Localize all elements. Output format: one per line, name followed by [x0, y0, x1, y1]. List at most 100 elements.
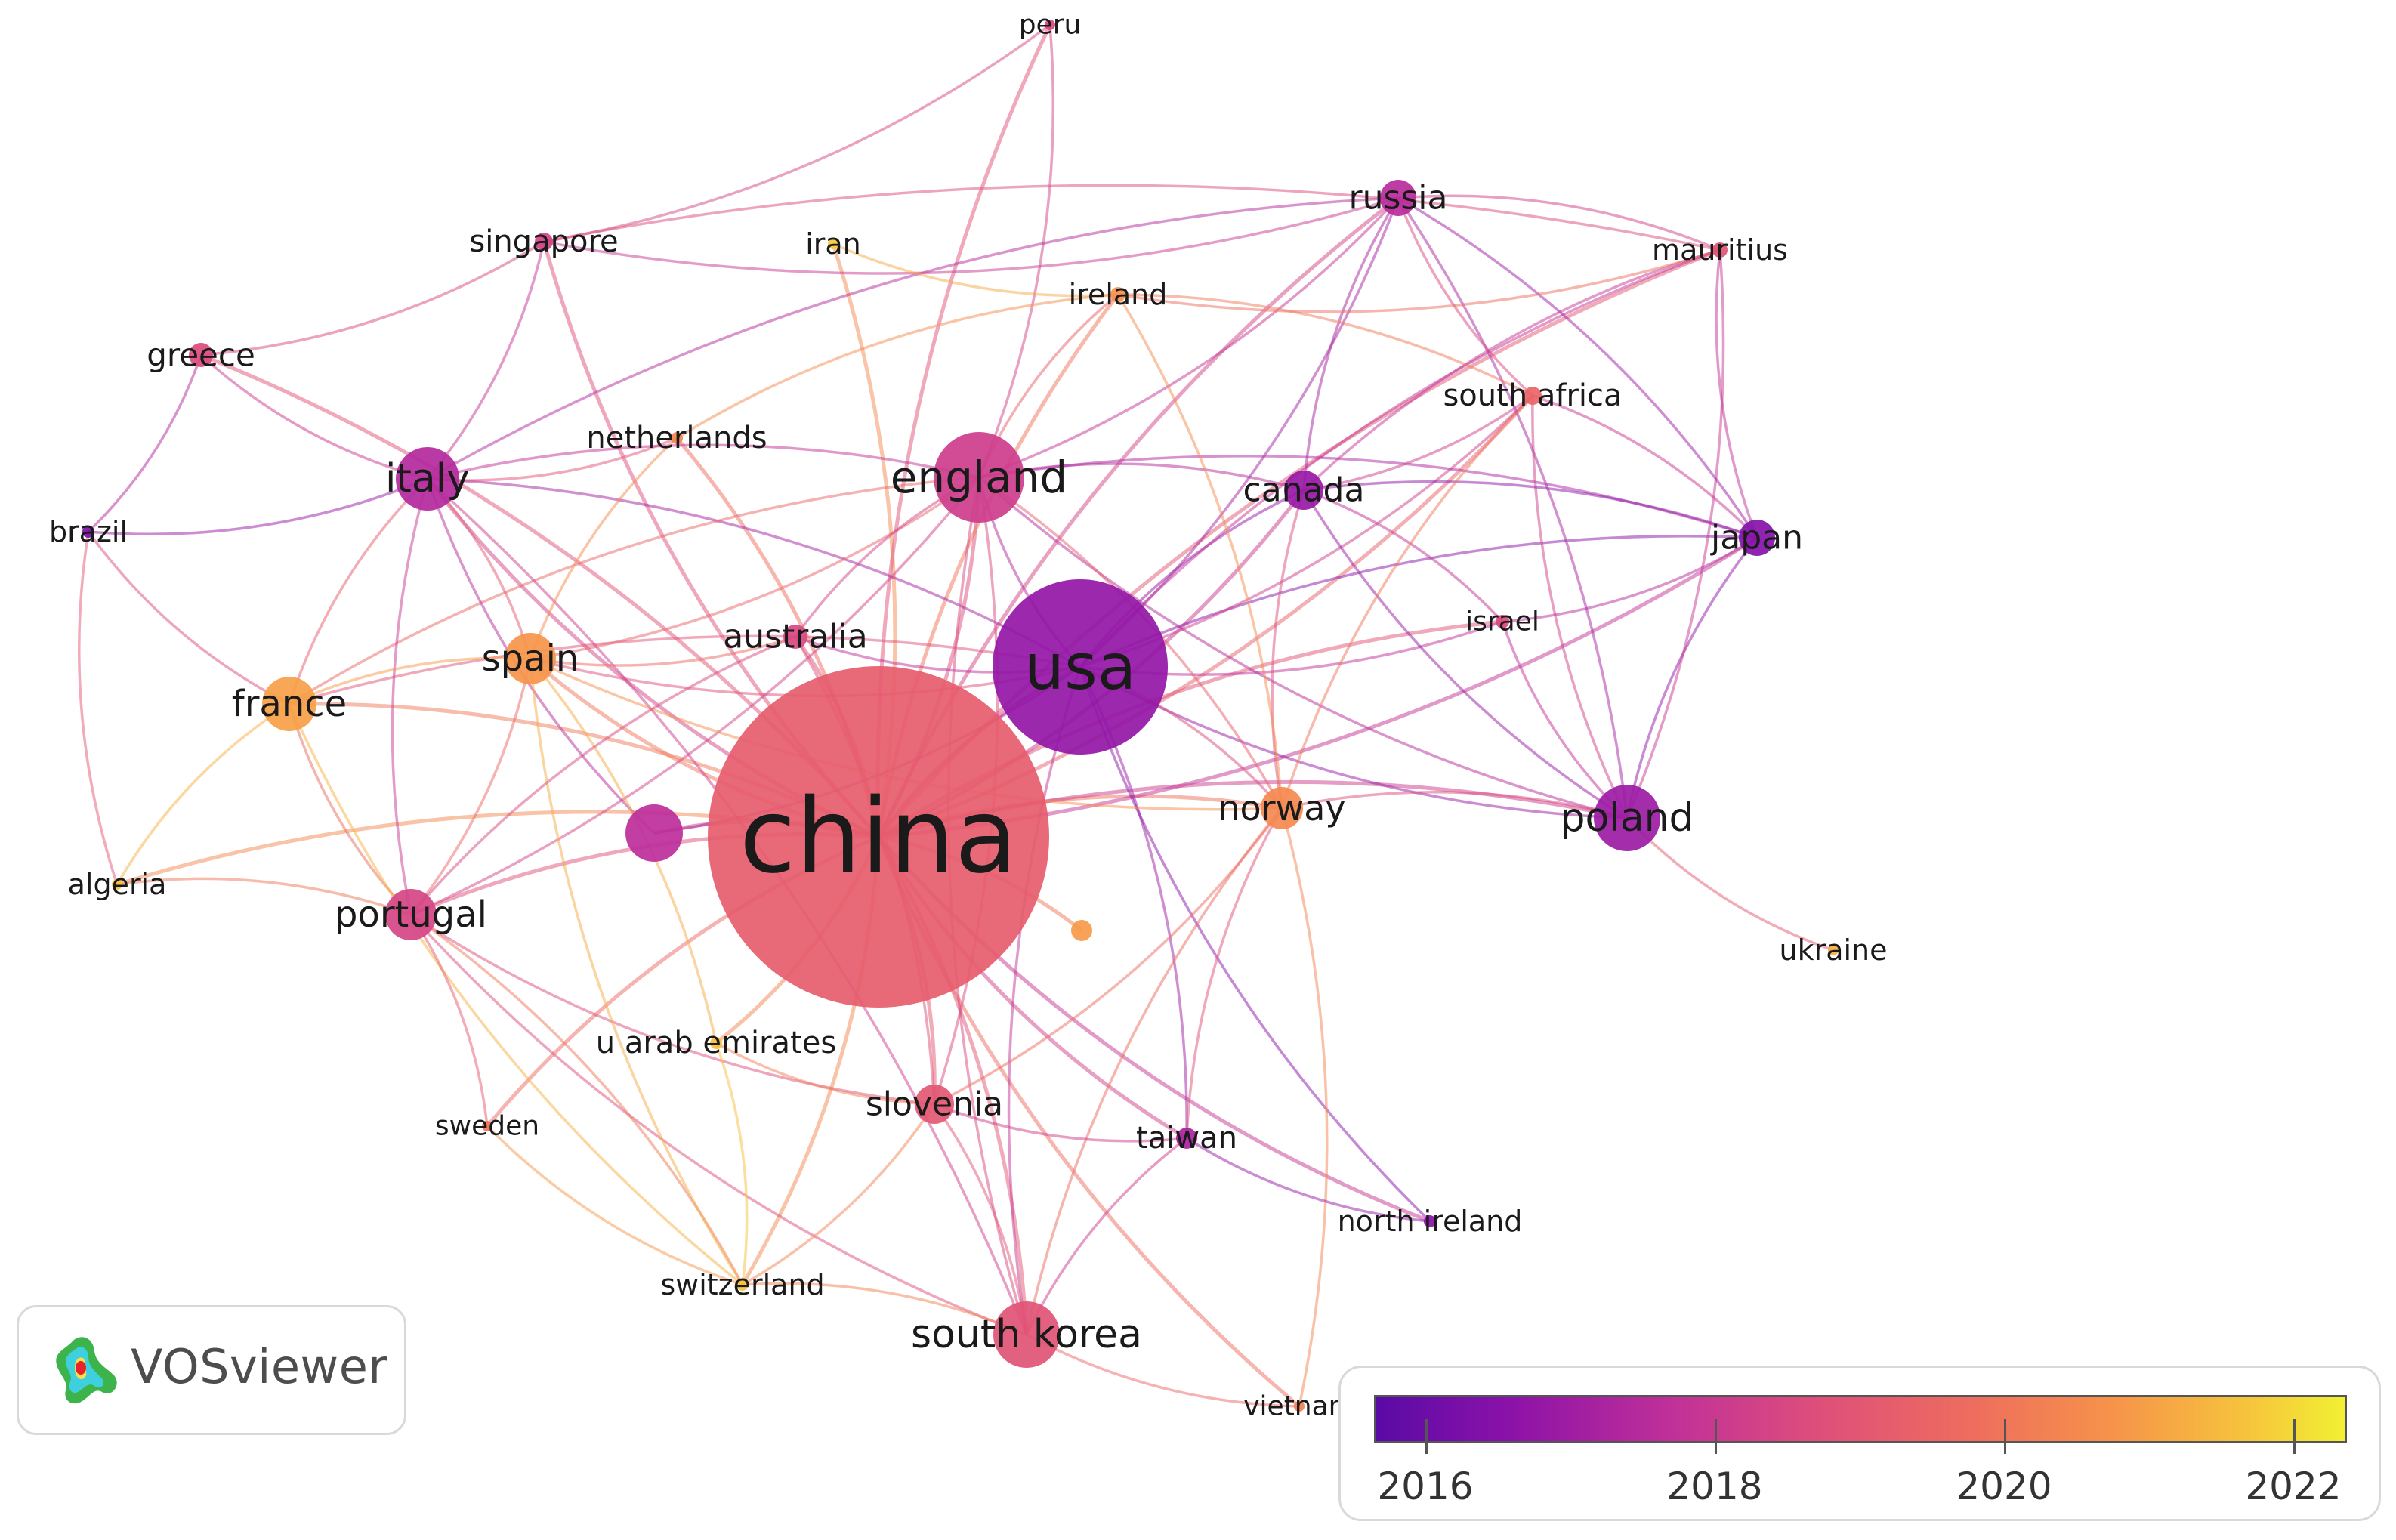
link-japan-mauritius	[1715, 249, 1758, 539]
node-unlabeled-orange[interactable]	[1071, 920, 1092, 941]
link-slovenia-u-arab-emirates	[715, 1042, 935, 1106]
link-south-korea-taiwan	[1025, 1137, 1188, 1335]
node-south-korea[interactable]	[993, 1301, 1060, 1368]
node-unlabeled-magenta[interactable]	[625, 804, 683, 862]
link-norway-slovenia	[934, 807, 1283, 1106]
link-usa-mauritius	[1079, 248, 1721, 668]
link-canada-mauritius	[1302, 248, 1721, 492]
node-label-russia: russia	[1348, 179, 1447, 218]
node-switzerland[interactable]	[736, 1279, 749, 1291]
link-ireland-mauritius	[1117, 248, 1721, 313]
node-singapore[interactable]	[535, 233, 553, 251]
node-iran[interactable]	[828, 239, 838, 249]
node-label-peru: peru	[1019, 10, 1082, 41]
node-label-iran: iran	[805, 227, 861, 261]
node-taiwan[interactable]	[1176, 1128, 1197, 1149]
link-england-russia	[978, 196, 1400, 479]
node-vietnam[interactable]	[1294, 1401, 1305, 1412]
node-south-africa[interactable]	[1524, 387, 1542, 405]
link-switzerland-u-arab-emirates	[715, 1042, 749, 1285]
link-portugal-slovenia	[410, 913, 935, 1106]
node-label-south-africa: south africa	[1443, 378, 1622, 413]
link-france-spain	[289, 656, 531, 705]
link-italy-singapore	[426, 241, 545, 480]
node-ukraine[interactable]	[1828, 945, 1839, 955]
node-china[interactable]	[708, 666, 1049, 1008]
node-peru[interactable]	[1045, 20, 1055, 30]
link-taiwan-slovenia	[934, 1103, 1187, 1143]
link-ireland-netherlands	[676, 293, 1119, 440]
legend-tick-2016	[1425, 1419, 1428, 1454]
link-singapore-mauritius	[543, 184, 1721, 252]
link-spain-netherlands	[529, 437, 678, 659]
node-label-canada: canada	[1243, 471, 1365, 510]
node-slovenia[interactable]	[915, 1085, 954, 1124]
link-france-switzerland	[288, 703, 744, 1286]
link-south-korea-portugal	[409, 913, 1027, 1336]
node-usa[interactable]	[993, 579, 1168, 755]
node-label-taiwan: taiwan	[1136, 1121, 1237, 1156]
node-label-north-ireland: north ireland	[1338, 1205, 1523, 1238]
link-greece-brazil	[87, 354, 202, 533]
link-spain-switzerland	[529, 658, 744, 1285]
node-france[interactable]	[262, 677, 316, 731]
node-label-china: china	[739, 777, 1017, 897]
node-label-poland: poland	[1560, 795, 1694, 841]
node-label-ukraine: ukraine	[1779, 934, 1887, 967]
node-label-sweden: sweden	[435, 1111, 539, 1142]
link-england-portugal	[410, 476, 980, 916]
link-poland-norway	[1281, 790, 1628, 819]
legend-tick-2020	[2004, 1419, 2006, 1454]
link-south-korea-slovenia	[933, 1103, 1028, 1335]
node-sweden[interactable]	[482, 1121, 492, 1131]
node-russia[interactable]	[1380, 180, 1416, 216]
link-italy-france	[288, 477, 429, 705]
legend-label-2016: 2016	[1377, 1464, 1474, 1508]
node-spain[interactable]	[505, 633, 556, 684]
node-portugal[interactable]	[385, 889, 437, 940]
node-netherlands[interactable]	[671, 432, 683, 444]
node-canada[interactable]	[1284, 471, 1323, 510]
link-russia-japan	[1397, 196, 1758, 539]
node-label-france: france	[232, 683, 347, 725]
link-japan-israel	[1502, 536, 1758, 623]
link-canada-south-africa	[1303, 394, 1534, 492]
link-singapore-peru	[543, 23, 1051, 243]
node-japan[interactable]	[1739, 520, 1775, 556]
node-norway[interactable]	[1261, 787, 1303, 829]
link-brazil-algeria	[78, 531, 119, 885]
node-israel[interactable]	[1496, 615, 1509, 628]
link-poland-south-africa	[1531, 395, 1629, 819]
link-canada-norway	[1271, 489, 1305, 809]
link-usa-italy	[427, 477, 1081, 668]
node-label-portugal: portugal	[335, 893, 487, 936]
link-ireland-iran	[832, 242, 1119, 298]
node-poland[interactable]	[1594, 785, 1660, 851]
link-france-algeria	[116, 702, 290, 885]
node-australia[interactable]	[783, 625, 807, 649]
link-portugal-spain	[409, 658, 532, 916]
node-label-italy: italy	[385, 456, 470, 502]
legend-label-2018: 2018	[1666, 1464, 1763, 1508]
node-north-ireland[interactable]	[1424, 1215, 1436, 1227]
node-label-australia: australia	[723, 618, 868, 656]
node-brazil[interactable]	[82, 526, 94, 538]
node-ireland[interactable]	[1110, 287, 1125, 302]
vosviewer-logo-icon	[56, 1337, 117, 1404]
link-south-korea-switzerland	[742, 1282, 1027, 1336]
node-mauritius[interactable]	[1712, 242, 1728, 258]
vosviewer-brand-label: VOSviewer	[131, 1339, 388, 1394]
node-italy[interactable]	[396, 447, 459, 511]
link-usa-france	[289, 634, 1081, 705]
node-u-arab-emirates[interactable]	[710, 1037, 722, 1049]
node-england[interactable]	[934, 432, 1024, 523]
link-norway-south-africa	[1280, 394, 1534, 809]
node-algeria[interactable]	[112, 879, 122, 890]
node-label-south-korea: south korea	[911, 1312, 1142, 1357]
node-greece[interactable]	[189, 343, 213, 367]
link-japan-canada	[1303, 480, 1758, 539]
link-poland-mauritius	[1626, 249, 1725, 819]
link-england-peru	[977, 24, 1055, 478]
link-norway-ireland	[1116, 294, 1283, 809]
